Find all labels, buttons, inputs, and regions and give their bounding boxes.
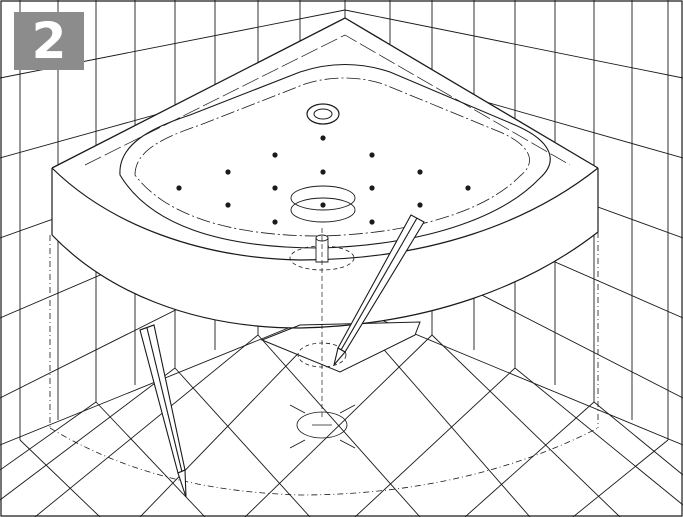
tray-front-bottom-edge <box>52 232 598 328</box>
massage-jets <box>176 135 471 225</box>
outline-projection <box>50 232 598 495</box>
tray-basin-outer <box>120 65 550 249</box>
step-number-badge: 2 <box>14 12 84 70</box>
tray-front-top-edge <box>52 168 598 260</box>
hidden-waste-assembly <box>290 186 355 420</box>
drain-outlet <box>307 104 339 124</box>
pencil-right <box>334 215 424 365</box>
tray-rim-outline <box>52 18 598 168</box>
floor-drain-mark <box>290 343 355 448</box>
tray-basin-inner <box>135 78 530 236</box>
pencil-left <box>140 325 186 497</box>
tray-rim-dash <box>85 35 570 165</box>
shower-tray <box>52 18 598 328</box>
